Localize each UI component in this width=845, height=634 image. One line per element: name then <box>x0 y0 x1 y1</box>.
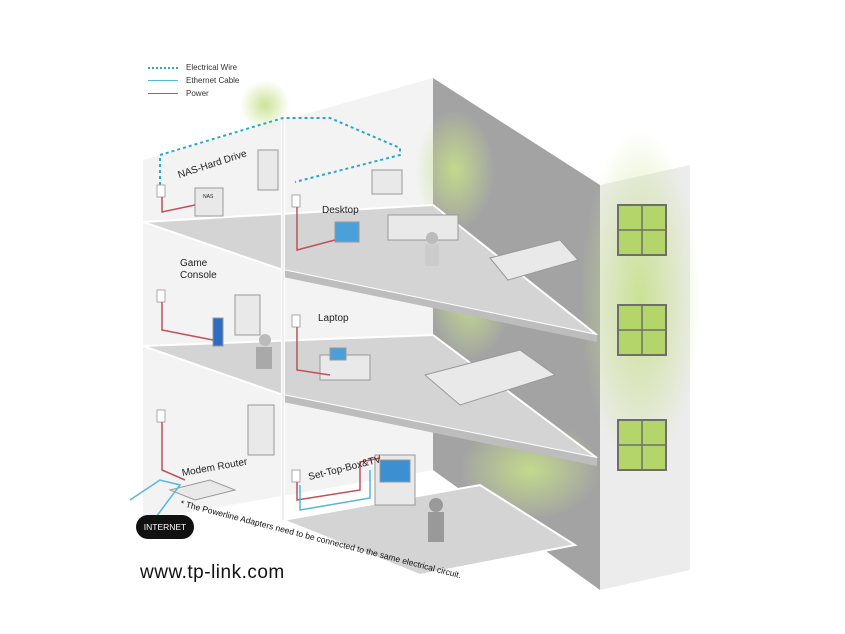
label-console: Console <box>180 270 217 281</box>
electrical-wire <box>159 117 401 185</box>
legend-label: Ethernet Cable <box>186 76 240 85</box>
legend-electrical-wire: Electrical Wire <box>148 63 237 72</box>
legend-ethernet-cable: Ethernet Cable <box>148 76 239 85</box>
legend-label: Electrical Wire <box>186 63 238 72</box>
furniture <box>168 149 579 506</box>
legend-power: Power <box>148 89 209 98</box>
label-nas-box: NAS <box>203 194 214 200</box>
internet-cloud: INTERNET <box>136 515 194 539</box>
label-game: Game <box>180 258 208 269</box>
website-url: www.tp-link.com <box>140 562 285 583</box>
label-laptop: Laptop <box>318 313 349 324</box>
legend-label: Power <box>186 89 209 98</box>
label-desktop: Desktop <box>322 205 359 216</box>
